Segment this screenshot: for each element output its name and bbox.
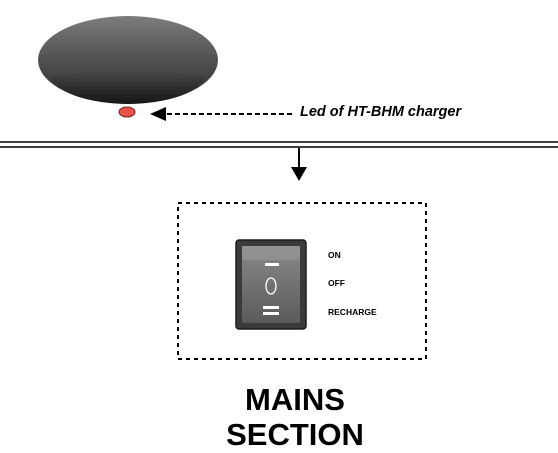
section-title: MAINS SECTION bbox=[195, 382, 395, 452]
separator-double-line bbox=[0, 141, 558, 148]
rocker-switch[interactable] bbox=[235, 239, 307, 330]
led-indicator bbox=[118, 106, 136, 118]
switch-dashed-box bbox=[177, 202, 427, 360]
double-dash-icon-lower bbox=[263, 312, 279, 315]
section-title-line1: MAINS bbox=[245, 382, 345, 417]
arrowhead-left-icon bbox=[150, 107, 166, 121]
switch-position-off-label: OFF bbox=[328, 278, 345, 288]
circle-icon bbox=[265, 277, 277, 295]
arrowhead-down-icon bbox=[291, 167, 307, 181]
double-dash-icon bbox=[263, 306, 279, 309]
switch-rocker-top-highlight bbox=[242, 246, 300, 260]
switch-position-recharge-label: RECHARGE bbox=[328, 307, 377, 317]
switch-rocker[interactable] bbox=[242, 246, 300, 323]
down-arrow bbox=[291, 148, 307, 181]
led-callout-label: Led of HT-BHM charger bbox=[300, 104, 462, 120]
charger-device bbox=[38, 16, 218, 104]
led-callout-arrow bbox=[150, 107, 292, 121]
dash-icon bbox=[265, 263, 279, 266]
switch-position-on-label: ON bbox=[328, 250, 341, 260]
section-title-line2: SECTION bbox=[226, 417, 364, 452]
charger-dome-bottom bbox=[50, 69, 206, 104]
